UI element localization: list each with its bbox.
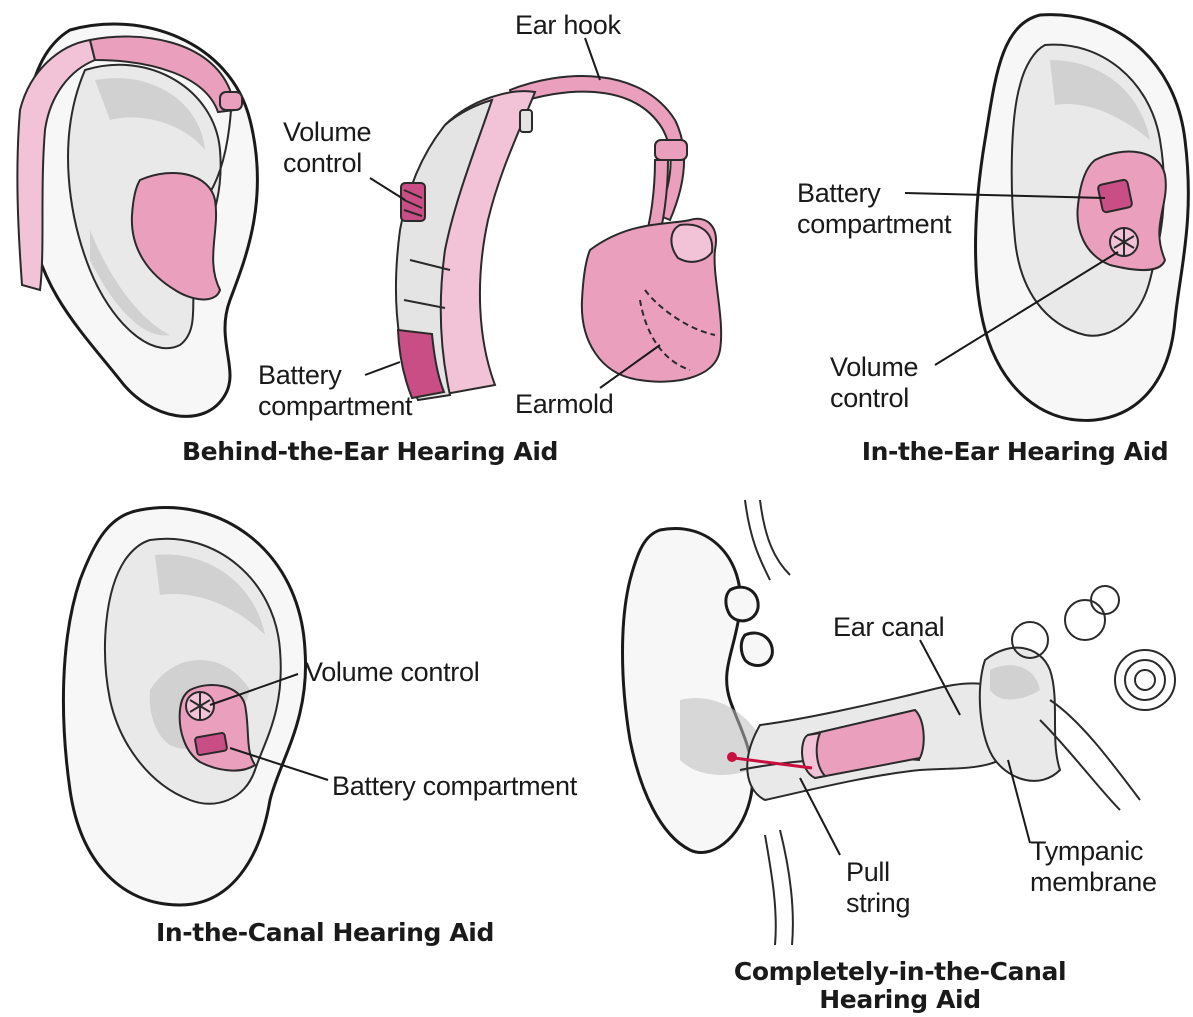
label-ite-volume-control: Volume control bbox=[830, 352, 940, 414]
label-earmold: Earmold bbox=[515, 389, 613, 420]
leader-bte-volume bbox=[370, 178, 405, 200]
leader-ear-hook bbox=[585, 38, 600, 80]
caption-in-the-ear: In-the-Ear Hearing Aid bbox=[845, 437, 1185, 467]
caption-in-the-canal: In-the-Canal Hearing Aid bbox=[125, 918, 525, 948]
label-ear-hook: Ear hook bbox=[515, 10, 621, 41]
label-ear-canal: Ear canal bbox=[833, 612, 944, 643]
caption-behind-the-ear: Behind-the-Ear Hearing Aid bbox=[150, 437, 590, 467]
label-bte-battery-compartment: Battery compartment bbox=[258, 360, 438, 422]
ite-ear-illustration bbox=[976, 15, 1189, 421]
label-tympanic-membrane: Tympanic membrane bbox=[1030, 836, 1180, 898]
label-bte-volume-control: Volume control bbox=[283, 117, 393, 179]
bte-ear-illustration bbox=[17, 24, 257, 416]
itc-ear-illustration bbox=[63, 508, 305, 905]
label-itc-volume-control: Volume control bbox=[305, 657, 479, 688]
label-pull-string: Pull string bbox=[846, 857, 926, 919]
caption-completely-in-the-canal: Completely-in-the-Canal Hearing Aid bbox=[720, 958, 1080, 1014]
label-ite-battery-compartment: Battery compartment bbox=[797, 178, 977, 240]
leader-pull-string bbox=[800, 778, 840, 855]
bte-device-illustration bbox=[396, 76, 721, 400]
label-itc-battery-compartment: Battery compartment bbox=[332, 771, 577, 802]
